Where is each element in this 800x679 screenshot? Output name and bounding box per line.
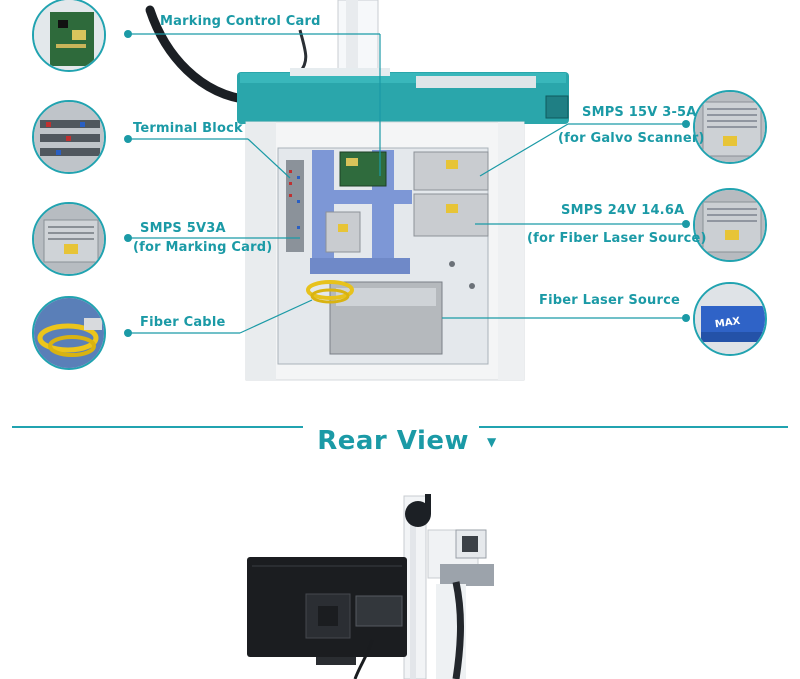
interior-control-card xyxy=(339,151,387,187)
label-marking-control-card: Marking Control Card xyxy=(160,14,321,29)
rear-view-machine xyxy=(247,494,494,679)
chevron-down-icon: ▼ xyxy=(487,434,497,449)
thumb-smps-15v xyxy=(693,90,767,164)
interior-smps-15v xyxy=(413,151,489,191)
label-smps-5v3a-sub: (for Marking Card) xyxy=(133,240,273,255)
pointer-dot-smps-5v xyxy=(124,234,132,242)
pointer-dot-fiber-laser-source xyxy=(682,314,690,322)
pointer-dot-terminal-block xyxy=(124,135,132,143)
label-fiber-cable: Fiber Cable xyxy=(140,315,226,330)
thumb-fiber-cable xyxy=(32,296,106,370)
thumb-smps-5v3a xyxy=(32,202,106,276)
label-smps-24v: SMPS 24V 14.6A xyxy=(561,203,685,218)
top-cable xyxy=(145,5,255,105)
rear-view-title-text: Rear View xyxy=(303,426,480,456)
label-terminal-block: Terminal Block xyxy=(133,121,243,136)
thumb-terminal-block xyxy=(32,100,106,174)
pointer-dot-smps-24v xyxy=(682,220,690,228)
label-fiber-laser-source: Fiber Laser Source xyxy=(539,293,681,308)
rear-view-title: Rear View ▼ xyxy=(0,426,800,456)
thumb-marking-control-card xyxy=(32,0,106,72)
pointer-dot-fiber-cable xyxy=(124,329,132,337)
label-smps-5v3a: SMPS 5V3A xyxy=(140,221,226,236)
pointer-dot-smps-15v xyxy=(682,120,690,128)
label-smps-15v-sub: (for Galvo Scanner) xyxy=(558,131,705,146)
label-smps-15v: SMPS 15V 3-5A xyxy=(582,105,697,120)
max-brand-text: MAX xyxy=(714,316,741,330)
thumb-smps-24v xyxy=(693,188,767,262)
interior-smps-24v xyxy=(413,193,489,237)
interior-fiber-cable-coil xyxy=(306,280,354,300)
thumb-fiber-laser-source: MAX xyxy=(693,282,767,356)
pointer-dot-marking-card xyxy=(124,30,132,38)
label-smps-24v-sub: (for Fiber Laser Source) xyxy=(527,231,707,246)
